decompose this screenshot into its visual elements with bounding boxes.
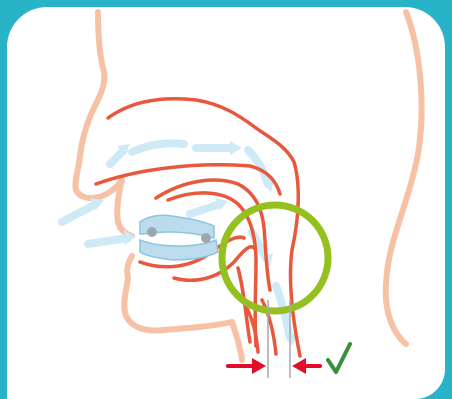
upper-lip-outline (117, 180, 132, 236)
airflow-arrow (88, 238, 128, 244)
appliance-hinge (201, 233, 211, 243)
airflow-arrow (62, 204, 96, 222)
appliance-hinge (147, 227, 157, 237)
neck-back-outline (386, 12, 422, 344)
airflow-arrowhead (262, 180, 274, 192)
red-arrow-right-head (292, 358, 306, 374)
check-mark-icon (328, 344, 350, 372)
airflow-arrowhead (230, 141, 242, 155)
forehead-nose-outline (75, 12, 122, 198)
airflow-arrow (190, 204, 220, 214)
neck-front-outline (232, 322, 242, 360)
airflow-arrow (132, 143, 184, 152)
lower-teeth-appliance (140, 240, 218, 260)
red-arrow-left-head (252, 358, 266, 374)
oral-appliance (140, 215, 218, 260)
